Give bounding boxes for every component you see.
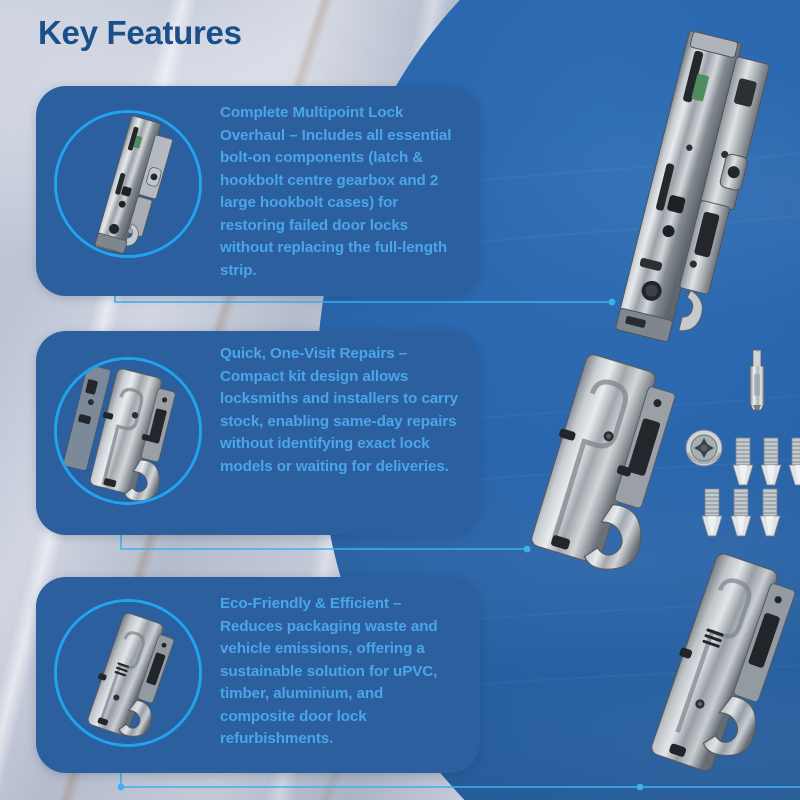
feature-card-multipoint-overhaul[interactable]: Complete Multipoint Lock Overhaul – Incl…	[36, 86, 480, 296]
feature-thumbnail-1	[54, 110, 202, 258]
feature-thumbnail-2	[54, 357, 202, 505]
countersunk-screw	[731, 436, 755, 495]
feature-thumbnail-3	[54, 599, 202, 747]
screw-head-top-view-image	[684, 429, 724, 469]
thumbnail-lock-illustration-1	[94, 115, 173, 255]
countersunk-screw	[729, 487, 753, 546]
page-title: Key Features	[38, 14, 242, 51]
centre-gearbox-lock-image	[598, 30, 788, 360]
feature-text-3: Eco-Friendly & Efficient – Reduces packa…	[220, 595, 438, 747]
countersunk-screw	[759, 436, 783, 495]
thumbnail-hookbolt-illustration-3	[87, 612, 175, 737]
feature-text-1: Complete Multipoint Lock Overhaul – Incl…	[220, 104, 452, 279]
feature-text-2: Quick, One-Visit Repairs – Compact kit d…	[220, 345, 459, 475]
driver-bit-image	[744, 348, 770, 420]
feature-card-eco-friendly[interactable]: Eco-Friendly & Efficient – Reduces packa…	[36, 577, 480, 773]
countersunk-screw	[787, 436, 800, 495]
feature-card-quick-repairs[interactable]: Quick, One-Visit Repairs – Compact kit d…	[36, 331, 480, 535]
hookbolt-case-upper-image	[520, 352, 700, 580]
thumbnail-hookbolt-illustration-2	[63, 364, 176, 502]
hookbolt-case-lower-image	[650, 552, 800, 792]
countersunk-screw	[700, 487, 724, 546]
countersunk-screw	[758, 487, 782, 546]
